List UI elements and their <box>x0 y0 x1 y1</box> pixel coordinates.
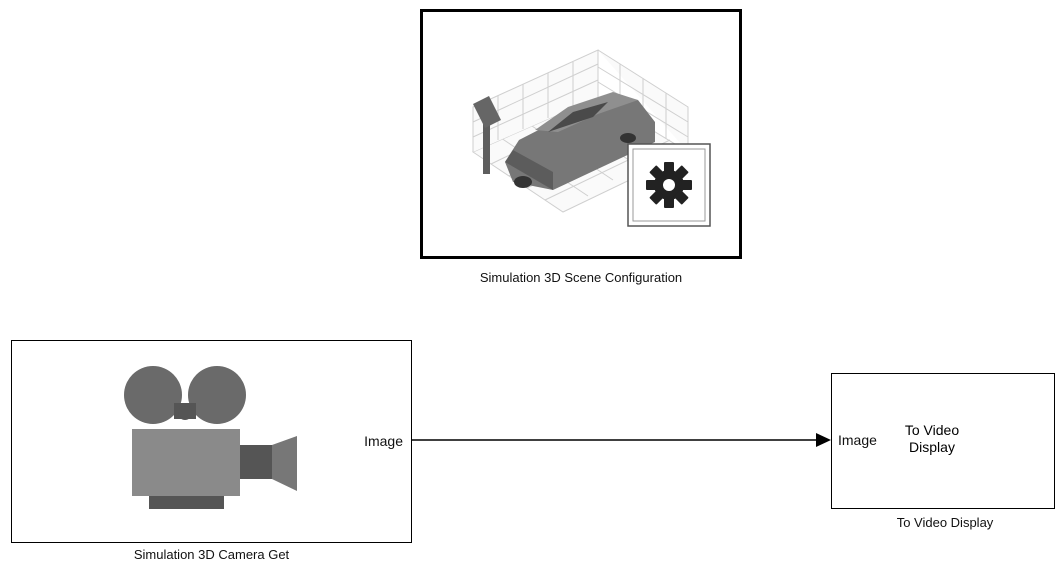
video-display-title: To Video Display <box>892 422 972 456</box>
video-image-input-port[interactable]: Image <box>838 432 877 448</box>
video-display-title-line2: Display <box>909 439 955 455</box>
camera-get-block[interactable]: Image <box>11 340 412 543</box>
scene-config-block[interactable] <box>420 9 742 259</box>
scene-config-caption: Simulation 3D Scene Configuration <box>479 270 683 285</box>
camera-get-caption: Simulation 3D Camera Get <box>133 547 290 562</box>
video-display-block[interactable]: Image To Video Display <box>831 373 1055 509</box>
signal-arrowhead <box>816 433 831 447</box>
gear-icon <box>646 162 692 208</box>
scene-car-gear-icon <box>471 49 711 227</box>
video-display-caption: To Video Display <box>896 515 994 530</box>
car-shape <box>505 92 655 190</box>
video-display-title-line1: To Video <box>904 422 960 438</box>
camera-image-output-port[interactable]: Image <box>364 433 403 449</box>
traffic-sign-shape <box>473 96 501 174</box>
movie-camera-icon <box>124 366 297 509</box>
gear-badge <box>627 143 711 227</box>
